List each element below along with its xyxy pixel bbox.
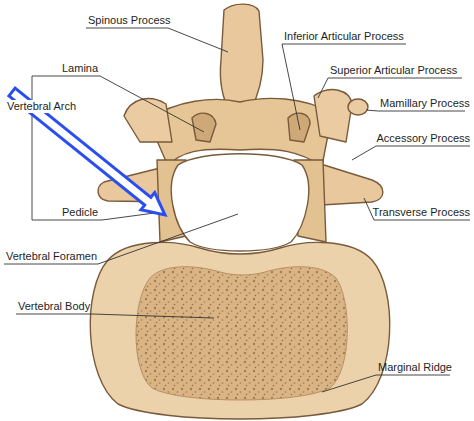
part-label: Marginal Ridge	[378, 361, 452, 374]
part-label: Vertebral Body	[18, 300, 90, 313]
part-label: Inferior Articular Process	[284, 30, 404, 43]
part-label: Transverse Process	[373, 206, 470, 219]
part-label: Spinous Process	[88, 14, 171, 27]
part-label: Vertebral Arch	[5, 100, 78, 113]
part-label: Lamina	[62, 62, 98, 75]
part-label: Pedicle	[62, 206, 98, 219]
part-label: Accessory Process	[376, 132, 470, 145]
part-label: Mamillary Process	[380, 97, 470, 110]
part-label: Superior Articular Process	[330, 64, 457, 77]
part-label: Vertebral Foramen	[6, 250, 97, 263]
